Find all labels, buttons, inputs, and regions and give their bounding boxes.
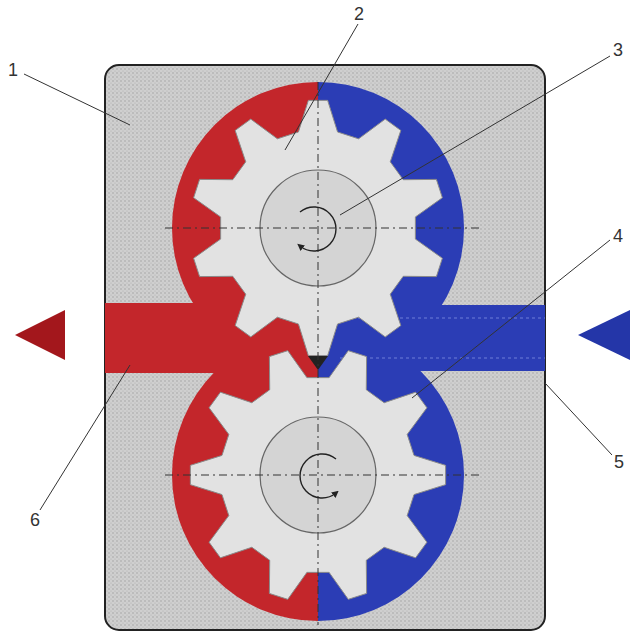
leader-line bbox=[24, 24, 612, 510]
callout-number: 2 bbox=[352, 4, 366, 24]
callout-number: 3 bbox=[611, 40, 625, 60]
centre-line bbox=[165, 82, 480, 625]
pump-housing bbox=[105, 65, 545, 630]
outlet-arrow bbox=[15, 310, 65, 360]
rotation-arrow bbox=[300, 454, 336, 498]
callout-number: 5 bbox=[612, 452, 626, 472]
rotation-arrow bbox=[300, 207, 336, 251]
inlet-arrow bbox=[578, 310, 630, 360]
callout-number: 4 bbox=[611, 226, 625, 246]
callout-number: 6 bbox=[28, 510, 42, 530]
callout-number: 1 bbox=[6, 60, 20, 80]
